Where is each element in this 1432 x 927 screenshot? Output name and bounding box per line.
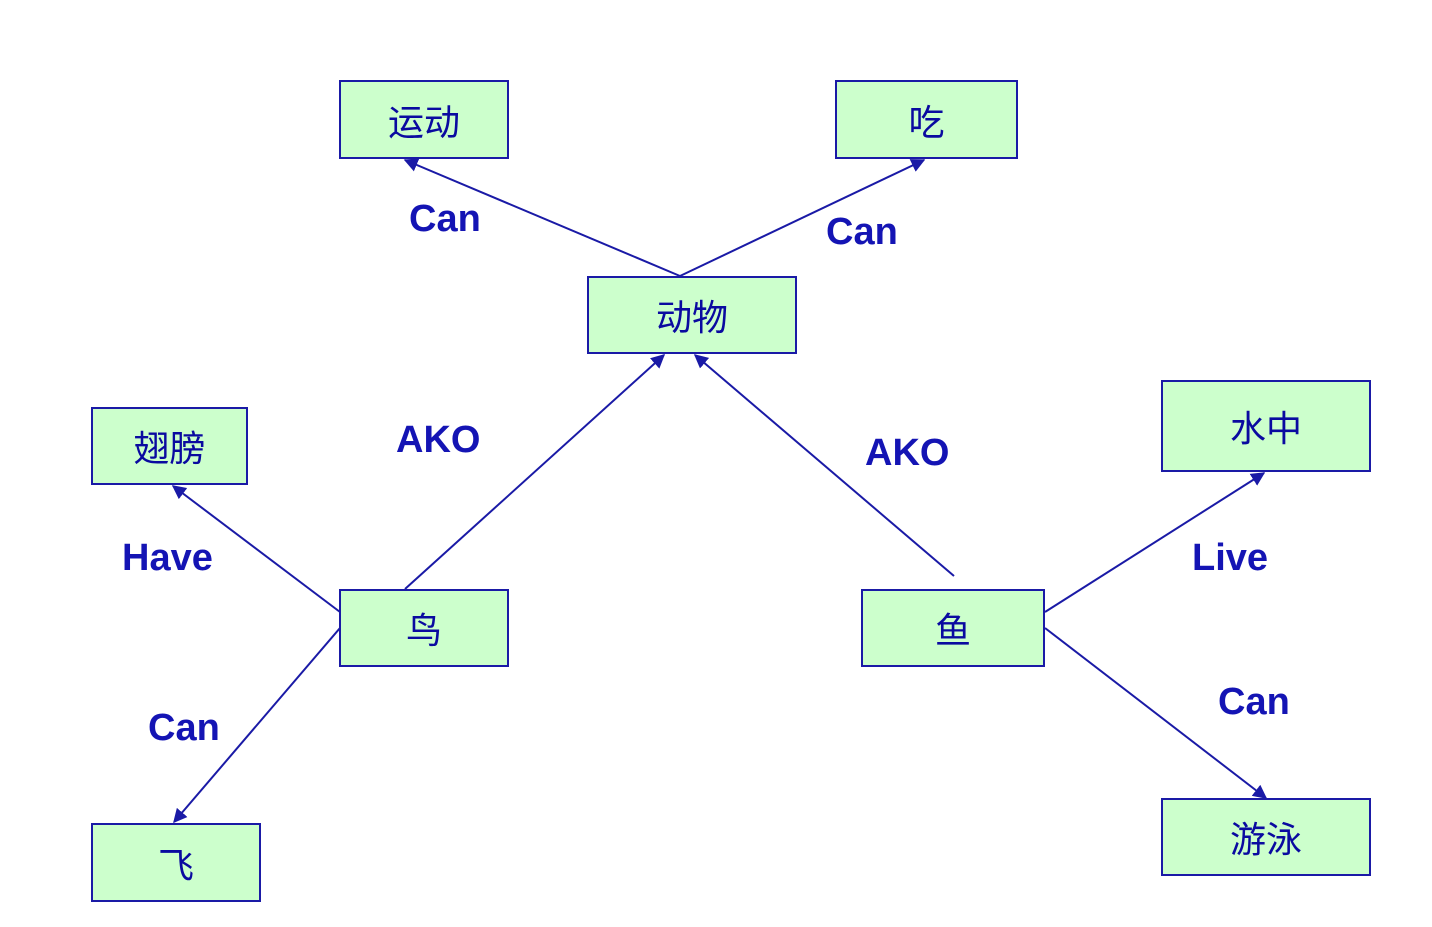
node-yu: 鱼 [861,589,1045,667]
edge-label-dongwu-yundong: Can [409,198,481,240]
node-dongwu-label: 动物 [655,298,728,339]
node-niao-label: 鸟 [405,611,442,652]
edge-label-niao-chibang: Have [122,537,213,579]
node-shuizhong-label: 水中 [1229,409,1302,450]
edge-dongwu-to-yundong [403,158,681,277]
node-youyong: 游泳 [1161,798,1371,876]
node-yundong-label: 运动 [387,102,460,144]
node-dongwu: 动物 [587,276,797,354]
edge-label-yu-dongwu: AKO [865,432,950,474]
edge-niao-to-fei [173,627,341,824]
node-yu-label: 鱼 [934,611,971,652]
node-fei: 飞 [91,823,261,902]
edge-label-yu-shuizhong: Live [1192,537,1269,579]
node-chibang-label: 翅膀 [133,429,206,470]
edge-yu-to-youyong [1044,627,1268,799]
edge-label-niao-fei: Can [148,707,220,749]
node-chi-label: 吃 [908,102,945,144]
edge-label-dongwu-chi: Can [826,211,898,253]
edge-dongwu-to-chi [679,159,926,277]
node-niao: 鸟 [339,589,509,667]
edge-label-niao-dongwu: AKO [396,419,481,461]
edge-niao-to-chibang [171,485,341,613]
node-chibang: 翅膀 [91,407,248,485]
node-fei-label: 飞 [157,845,194,887]
node-chi: 吃 [835,80,1018,159]
edge-yu-to-dongwu [693,354,955,577]
edge-niao-to-dongwu [404,354,666,590]
node-yundong: 运动 [339,80,509,159]
edge-label-yu-youyong: Can [1218,681,1290,723]
node-youyong-label: 游泳 [1229,820,1302,861]
node-shuizhong: 水中 [1161,380,1371,472]
edge-yu-to-shuizhong [1044,472,1266,613]
